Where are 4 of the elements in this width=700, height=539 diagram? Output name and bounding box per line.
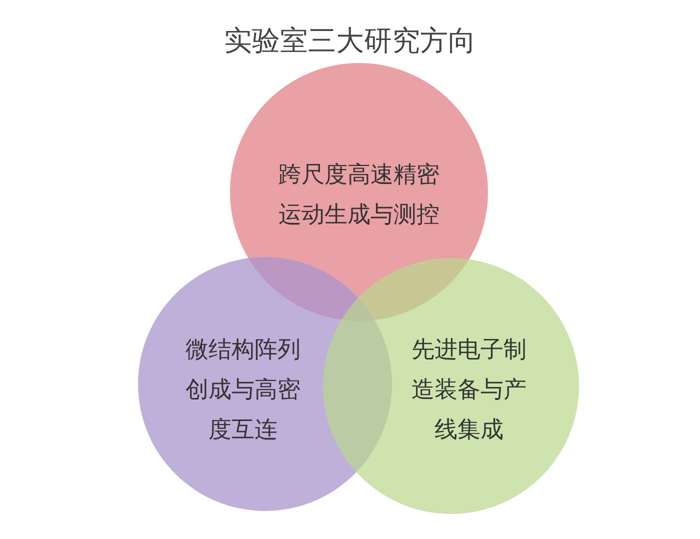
circle-label: 先进电子制造装备与产线集成: [410, 336, 528, 445]
title: 实验室三大研究方向: [223, 23, 477, 59]
circle-label: 微结构阵列创成与高密度互连: [184, 336, 302, 445]
circle-label: 跨尺度高速精密运动生成与测控: [278, 161, 440, 230]
